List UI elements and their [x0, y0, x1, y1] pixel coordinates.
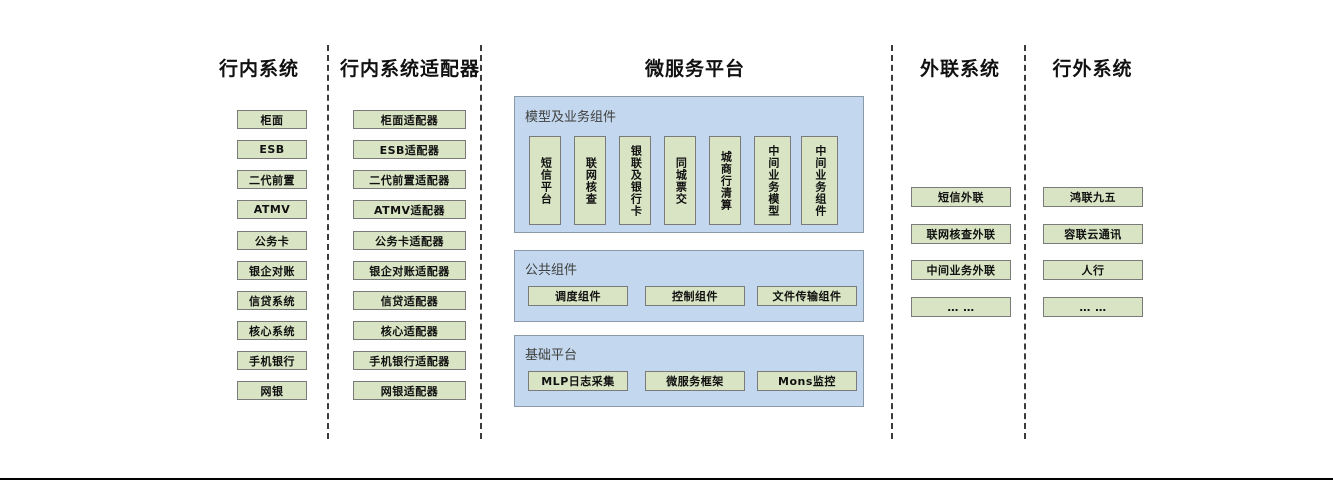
vnode-model-6-label: 中间业务组件: [813, 144, 827, 217]
node-public-1[interactable]: 控制组件: [645, 286, 745, 306]
node-external-0[interactable]: 短信外联: [911, 187, 1011, 207]
node-in-bank-2[interactable]: 二代前置: [237, 170, 307, 189]
node-base-2[interactable]: Mons监控: [757, 371, 857, 391]
node-outside-2[interactable]: 人行: [1043, 260, 1143, 280]
node-in-bank-6[interactable]: 信贷系统: [237, 291, 307, 310]
column-title-outside-bank-systems: 行外系统: [1052, 58, 1133, 80]
node-external-1[interactable]: 联网核查外联: [911, 224, 1011, 244]
vnode-model-5-label: 中间业务模型: [766, 144, 780, 217]
node-in-bank-8[interactable]: 手机银行: [237, 351, 307, 370]
vnode-model-4[interactable]: 城商行清算: [709, 136, 741, 225]
panel-title-public-components: 公共组件: [525, 263, 578, 278]
node-adapter-1[interactable]: ESB适配器: [353, 140, 466, 159]
node-outside-0[interactable]: 鸿联九五: [1043, 187, 1143, 207]
vnode-model-2[interactable]: 银联及银行卡: [619, 136, 651, 225]
node-outside-3[interactable]: … …: [1043, 297, 1143, 317]
node-in-bank-1[interactable]: ESB: [237, 140, 307, 159]
node-base-1[interactable]: 微服务框架: [645, 371, 745, 391]
column-title-external-link-systems: 外联系统: [919, 58, 1000, 80]
vnode-model-0-label: 短信平台: [539, 156, 553, 205]
node-adapter-4[interactable]: 公务卡适配器: [353, 231, 466, 250]
divider-4: [1024, 45, 1026, 439]
node-in-bank-7[interactable]: 核心系统: [237, 321, 307, 340]
node-adapter-2[interactable]: 二代前置适配器: [353, 170, 466, 189]
divider-3: [891, 45, 893, 439]
node-in-bank-3[interactable]: ATMV: [237, 200, 307, 219]
node-public-2[interactable]: 文件传输组件: [757, 286, 857, 306]
divider-1: [327, 45, 329, 439]
panel-title-base-platform: 基础平台: [525, 348, 578, 363]
vnode-model-1[interactable]: 联网核查: [574, 136, 606, 225]
title-microservice-platform: 微服务平台: [644, 58, 745, 80]
node-outside-1[interactable]: 容联云通讯: [1043, 224, 1143, 244]
node-in-bank-5[interactable]: 银企对账: [237, 261, 307, 280]
bottom-frame-line: [0, 478, 1333, 480]
node-adapter-5[interactable]: 银企对账适配器: [353, 261, 466, 280]
node-in-bank-0[interactable]: 柜面: [237, 110, 307, 129]
vnode-model-0[interactable]: 短信平台: [529, 136, 561, 225]
column-title-in-bank-systems: 行内系统: [218, 58, 299, 80]
vnode-model-5[interactable]: 中间业务模型: [754, 136, 791, 225]
panel-title-model-business-components: 模型及业务组件: [525, 110, 617, 125]
vnode-model-3-label: 同城票交: [674, 156, 688, 205]
column-title-in-bank-adapters: 行内系统适配器: [339, 58, 480, 80]
vnode-model-4-label: 城商行清算: [719, 150, 733, 211]
node-adapter-0[interactable]: 柜面适配器: [353, 110, 466, 129]
node-adapter-9[interactable]: 网银适配器: [353, 381, 466, 400]
node-base-0[interactable]: MLP日志采集: [528, 371, 628, 391]
vnode-model-2-label: 银联及银行卡: [629, 144, 643, 217]
node-external-3[interactable]: … …: [911, 297, 1011, 317]
vnode-model-1-label: 联网核查: [584, 156, 598, 205]
node-public-0[interactable]: 调度组件: [528, 286, 628, 306]
node-in-bank-4[interactable]: 公务卡: [237, 231, 307, 250]
node-in-bank-9[interactable]: 网银: [237, 381, 307, 400]
node-adapter-3[interactable]: ATMV适配器: [353, 200, 466, 219]
node-adapter-7[interactable]: 核心适配器: [353, 321, 466, 340]
divider-2: [480, 45, 482, 439]
vnode-model-6[interactable]: 中间业务组件: [801, 136, 838, 225]
node-external-2[interactable]: 中间业务外联: [911, 260, 1011, 280]
vnode-model-3[interactable]: 同城票交: [664, 136, 696, 225]
node-adapter-8[interactable]: 手机银行适配器: [353, 351, 466, 370]
node-adapter-6[interactable]: 信贷适配器: [353, 291, 466, 310]
